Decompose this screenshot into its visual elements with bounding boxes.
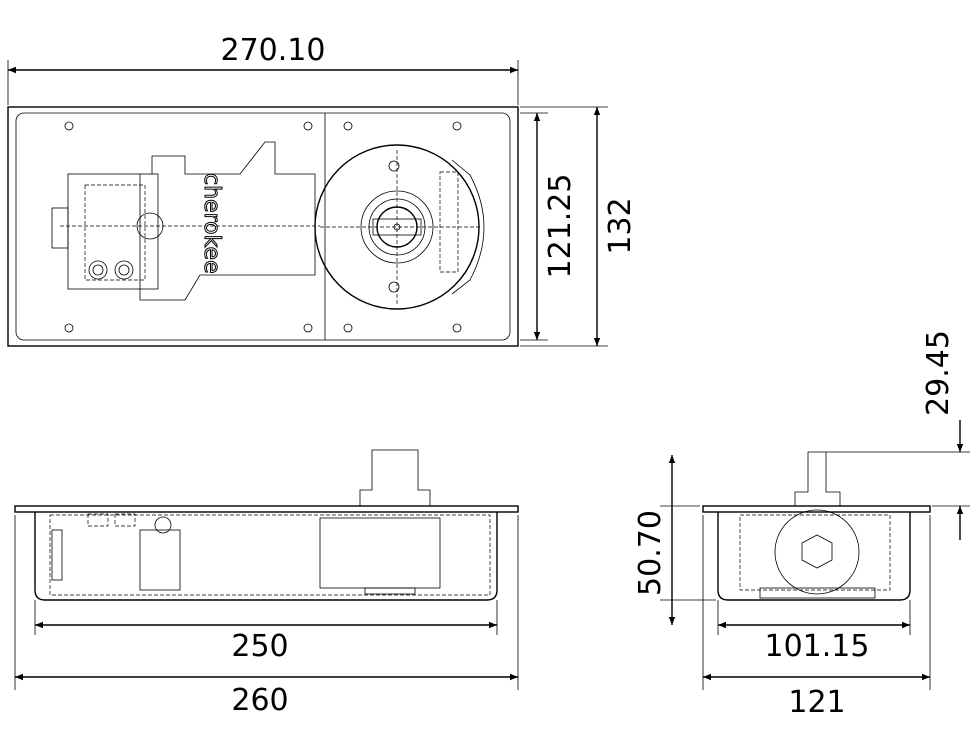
top-view: cherokee 270.10 121.25 132 (7, 33, 638, 347)
dimension-box-width: 101.15 (765, 629, 870, 664)
cherokee-logo: cherokee (199, 173, 224, 274)
side-view: 250 260 (14, 449, 519, 718)
dimension-box-length: 250 (231, 629, 288, 664)
dimension-inner-width: 121.25 (543, 174, 578, 279)
dimension-overall-length: 270.10 (221, 33, 326, 68)
dimension-plate-width: 121 (788, 685, 845, 720)
end-view: 50.70 29.45 101.15 121 (633, 330, 970, 720)
mounting-holes (64, 121, 462, 333)
dimension-overall-width: 132 (603, 197, 638, 254)
dimension-plate-length: 260 (231, 683, 288, 718)
pivot-assembly (314, 144, 485, 310)
dimension-body-depth: 50.70 (633, 510, 668, 596)
dimension-spindle-height: 29.45 (921, 330, 956, 416)
closer-body: cherokee (51, 141, 320, 301)
